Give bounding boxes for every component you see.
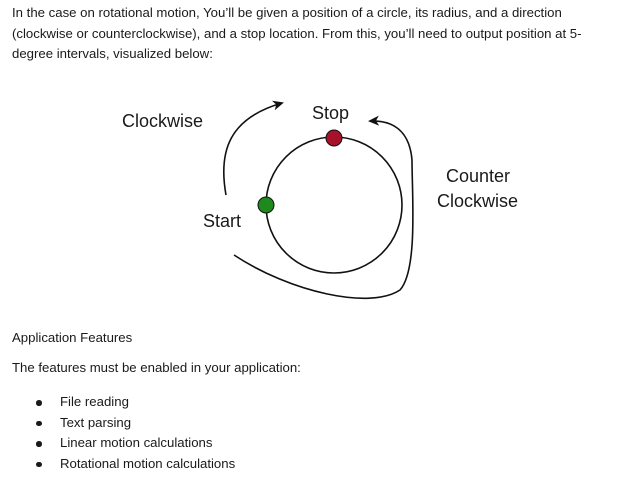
list-item: File reading [0,392,235,413]
list-item: Linear motion calculations [0,433,235,454]
stop-point [325,129,343,147]
stop-label: Stop [312,103,349,123]
list-item: Rotational motion calculations [0,454,235,475]
rotation-circle [265,136,403,274]
intro-paragraph: In the case on rotational motion, You’ll… [12,5,582,61]
counter-label-line2: Clockwise [437,191,518,211]
feature-list: File reading Text parsing Linear motion … [0,392,235,474]
rotation-diagram: Clockwise Stop Start Counter Clockwise [122,100,518,300]
counterclockwise-arrow [233,115,414,300]
list-item: Text parsing [0,413,235,434]
clockwise-label: Clockwise [122,111,203,131]
clockwise-arrow [222,100,284,196]
start-point [257,196,275,214]
start-label: Start [203,211,241,231]
section-heading: Application Features [12,330,133,345]
features-intro: The features must be enabled in your app… [12,360,301,375]
counter-label-line1: Counter [446,166,510,186]
